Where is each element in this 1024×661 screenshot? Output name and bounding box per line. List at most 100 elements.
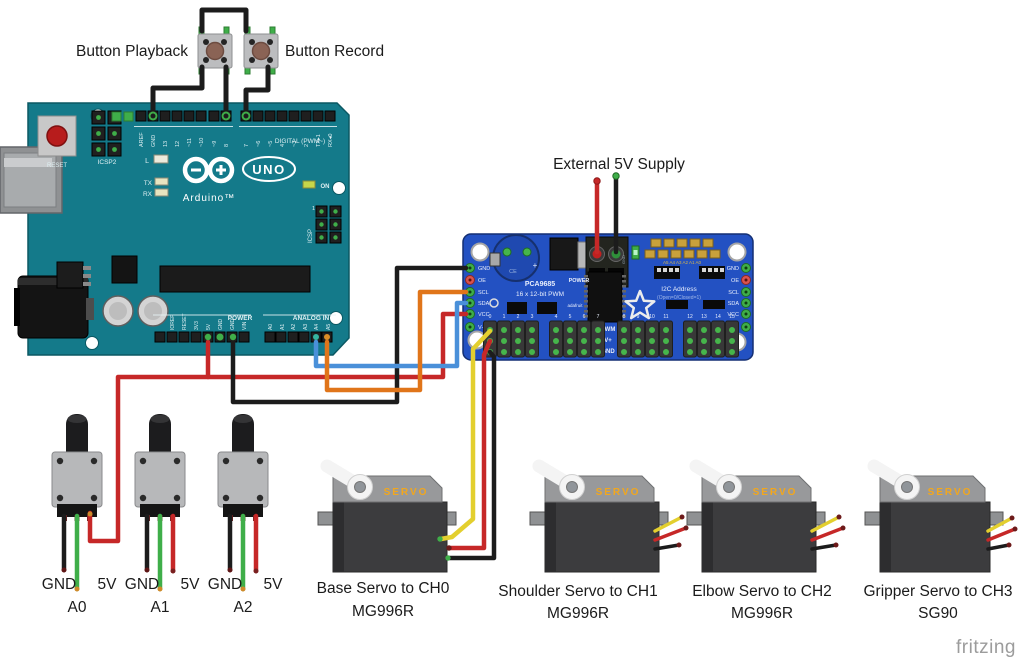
svg-text:~11: ~11: [187, 138, 193, 147]
analog-pin-labels: A0 A1 A2 A3 A4 A5: [268, 324, 332, 330]
power-caption: POWER: [228, 315, 253, 322]
svg-text:10: 10: [649, 314, 655, 320]
svg-text:5: 5: [569, 314, 572, 320]
servo-gripper: SERVO: [864, 459, 1018, 573]
capacitor-top: [109, 302, 127, 320]
wire-buttons-top: [199, 7, 249, 34]
driver-chip-label: PCA9685: [525, 281, 555, 288]
svg-text:15: 15: [729, 314, 735, 320]
svg-text:GND: GND: [151, 135, 157, 147]
arduino-brand: Arduino™: [183, 193, 235, 204]
wire-gnd: [230, 265, 469, 405]
pwm-driver-board: CE + GND A5 A4 A3 A2 A1 A0: [462, 233, 754, 361]
arduino-uno-board: RESET ICSP2 AREF GND 13 12 ~11 ~10: [0, 102, 350, 356]
pot-a1-wires: [144, 513, 176, 592]
svg-text:13: 13: [163, 141, 169, 147]
svg-text:12: 12: [175, 141, 181, 147]
svg-text:MG996R: MG996R: [352, 603, 414, 620]
svg-text:~10: ~10: [199, 138, 205, 147]
svg-text:A0: A0: [68, 599, 87, 616]
svg-text:AREF: AREF: [139, 132, 145, 147]
icsp2-header: [91, 110, 122, 157]
svg-text:5V: 5V: [206, 323, 212, 330]
pot-a0-wires: [61, 511, 93, 592]
power-jack: [14, 275, 94, 339]
svg-text:3V3: 3V3: [194, 321, 200, 330]
led-l: [153, 154, 169, 164]
wire-playback-gnd: [150, 64, 205, 118]
svg-text:VCC: VCC: [727, 312, 739, 318]
svg-text:IOREF: IOREF: [170, 315, 176, 330]
svg-text:GND: GND: [727, 266, 739, 272]
led-on-label: ON: [321, 184, 330, 190]
led-tx-label: TX: [144, 180, 153, 187]
svg-text:Shoulder Servo to CH1: Shoulder Servo to CH1: [498, 583, 657, 600]
uno-badge: [242, 156, 296, 182]
svg-text:GND: GND: [208, 576, 242, 593]
svg-text:SDA: SDA: [478, 301, 490, 307]
smd-part: [489, 252, 501, 267]
row-label-pwm: PWM: [601, 327, 616, 333]
wire-record-pin7: [243, 64, 271, 118]
driver-right-pins: [741, 263, 751, 332]
jumper-blocks: [489, 266, 725, 314]
wire-ch0-signal: [438, 328, 493, 542]
svg-text:~9: ~9: [212, 141, 218, 147]
svg-text:4: 4: [280, 144, 286, 147]
svg-text:VCC: VCC: [478, 312, 490, 318]
svg-text:5V: 5V: [98, 576, 118, 593]
driver-subtitle: 16 x 12-bit PWM: [516, 291, 564, 298]
svg-text:5V: 5V: [181, 576, 201, 593]
wire-5v-to-pot: [87, 339, 211, 544]
svg-text:Base Servo to CH0: Base Servo to CH0: [317, 580, 450, 597]
servo-base: SERVO: [317, 459, 457, 573]
svg-text:GND: GND: [230, 319, 236, 331]
capacitor-top: [144, 302, 162, 320]
svg-text:A2: A2: [291, 324, 297, 330]
svg-text:Elbow Servo to CH2: Elbow Servo to CH2: [692, 583, 832, 600]
i2c-caption: I2C Address: [661, 286, 697, 293]
svg-text:9: 9: [637, 314, 640, 320]
button-playback-label: Button Playback: [76, 43, 188, 60]
reset-label: RESET: [47, 163, 67, 169]
row-label-gnd: GND: [601, 349, 615, 355]
svg-text:MG996R: MG996R: [547, 605, 609, 622]
svg-text:8: 8: [623, 314, 626, 320]
digital-caption: DIGITAL (PWM~): [275, 138, 325, 145]
svg-text:8: 8: [224, 144, 230, 147]
svg-text:SG90: SG90: [918, 605, 958, 622]
analog-caption: ANALOG IN: [293, 315, 330, 322]
svg-text:RESET: RESET: [182, 313, 188, 330]
reset-button: [37, 115, 77, 157]
led-rx-label: RX: [143, 191, 153, 198]
regulator: [56, 261, 91, 289]
digital-pin-labels: AREF GND 13 12 ~11 ~10 ~9 8 7 ~6 ~5 4 ~3…: [139, 132, 334, 147]
servo-elbow: SERVO: [686, 459, 846, 573]
svg-text:~3: ~3: [292, 141, 298, 147]
svg-text:3: 3: [531, 314, 534, 320]
led-rx: [154, 188, 169, 197]
mounting-hole: [470, 242, 490, 262]
mounting-hole: [727, 242, 747, 262]
svg-text:RX◂0: RX◂0: [328, 134, 334, 147]
mounting-hole: [85, 336, 99, 350]
smd-chip: [111, 255, 138, 284]
servo-badge: SERVO: [928, 487, 973, 498]
driver-power-caption: POWER: [569, 278, 590, 284]
driver-regulator: [549, 237, 587, 271]
svg-text:14: 14: [715, 314, 721, 320]
i2c-sub: (Open=0/Closed=1): [657, 295, 701, 301]
svg-text:MG996R: MG996R: [731, 605, 793, 622]
svg-text:13: 13: [701, 314, 707, 320]
svg-text:Gripper Servo to CH3: Gripper Servo to CH3: [863, 583, 1012, 600]
svg-text:VIN: VIN: [242, 321, 248, 330]
svg-text:GND: GND: [478, 266, 490, 272]
svg-text:~5: ~5: [268, 141, 274, 147]
svg-text:GND: GND: [125, 576, 159, 593]
svg-text:A0: A0: [268, 324, 274, 330]
svg-text:2: 2: [517, 314, 520, 320]
svg-text:12: 12: [687, 314, 693, 320]
